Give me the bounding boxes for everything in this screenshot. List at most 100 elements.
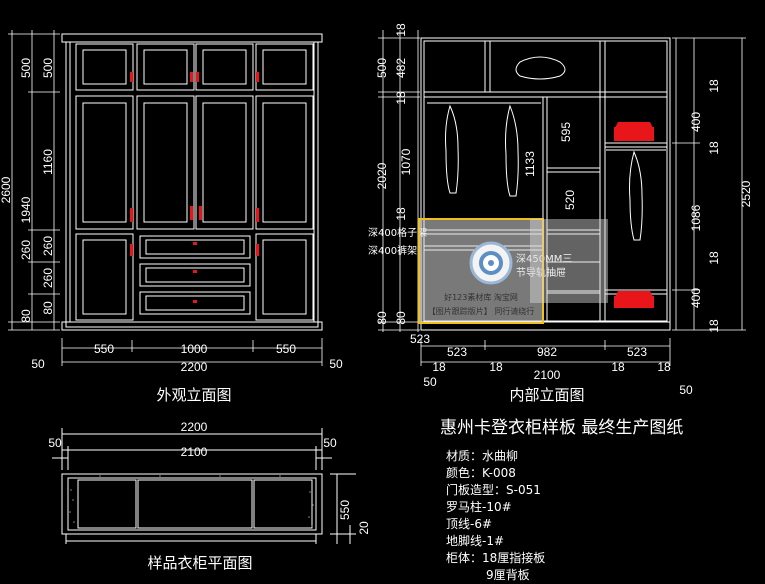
spec-roman-column: 罗马柱-10#	[446, 499, 512, 514]
note-grid-rack: 深400格子架	[368, 226, 427, 239]
dim-int-r-400-b: 400	[689, 288, 703, 308]
exterior-handles	[130, 72, 259, 303]
plinth	[61, 321, 323, 331]
interior-body	[420, 37, 671, 331]
dim-int-500: 500	[375, 58, 389, 78]
dim-int-r-18-b: 18	[707, 141, 721, 155]
dim-int-520: 520	[563, 190, 577, 210]
dim-int-b-523-a: 523	[410, 332, 430, 346]
lower-door-left	[75, 233, 134, 321]
top-door-1	[75, 43, 134, 91]
spec-list: 材质：水曲柳 颜色：K-008 门板造型：S-051 罗马柱-10# 顶线-6#…	[446, 449, 545, 582]
dim-ext-50-left: 50	[31, 357, 45, 371]
exterior-elevation	[61, 33, 323, 331]
dim-int-b-50-left: 50	[423, 375, 437, 389]
interior-right-dim-labels: 18 400 18 1086 18 400 18 2520	[689, 79, 753, 333]
spec-carcass: 柜体：18厘指接板	[446, 550, 545, 565]
dim-int-1070: 1070	[399, 148, 413, 175]
dim-int-r-1086: 1086	[689, 204, 703, 231]
exterior-left-dim-labels: 2600 1940 500 500 1160 260 260 260 80 80	[0, 58, 55, 323]
dim-ext-500: 500	[41, 58, 55, 78]
watermark-overlay: 好123素材库 淘宝网 【图片跟踪版片】 同行请绕行	[418, 218, 608, 324]
note-trouser-rack: 深400裤架	[368, 244, 417, 257]
spec-door-style: 门板造型：S-051	[446, 482, 541, 497]
dim-ext-2600: 2600	[0, 176, 13, 203]
interior-caption: 内部立面图	[509, 386, 584, 404]
dim-ext-1940: 1940	[19, 196, 33, 223]
lower-door-right	[255, 233, 314, 321]
dim-int-80-a: 80	[375, 311, 389, 325]
dim-int-b-523-b: 523	[447, 345, 467, 359]
dim-ext-500-outer: 500	[19, 58, 33, 78]
drawer-3	[139, 291, 251, 315]
dim-int-18-top: 18	[394, 23, 408, 37]
top-door-3	[195, 43, 254, 91]
plan-board-hatching	[69, 475, 314, 527]
dim-int-b-18-d: 18	[657, 360, 671, 374]
dim-ext-1000: 1000	[181, 342, 208, 356]
dim-int-482: 482	[394, 58, 408, 78]
top-door-4	[255, 43, 314, 91]
dim-int-r-18-d: 18	[707, 319, 721, 333]
dim-ext-80-b: 80	[19, 309, 33, 323]
dim-ext-260-a: 260	[41, 236, 55, 256]
dim-int-18-b: 18	[394, 91, 408, 105]
dim-plan-50-left: 50	[48, 436, 62, 450]
dim-int-r-18-c: 18	[707, 251, 721, 265]
plan-dim-labels: 2200 50 50 2100 550 20	[48, 420, 371, 535]
exterior-dimension-lines	[8, 30, 323, 366]
dim-int-b-982: 982	[537, 345, 557, 359]
dim-ext-50-right: 50	[329, 357, 343, 371]
interior-folded-clothes	[614, 122, 654, 308]
interior-inner-dim-labels: 1133 595 520	[523, 122, 577, 210]
dim-int-b-2100: 2100	[534, 368, 561, 382]
dim-int-b-18-c: 18	[611, 360, 625, 374]
exterior-bottom-dim-labels: 50 550 1000 550 50 2200	[31, 342, 343, 374]
watermark-line-2: 【图片跟踪版片】 同行请绕行	[428, 306, 535, 316]
dim-int-595: 595	[559, 122, 573, 142]
plan-view	[52, 428, 356, 544]
dim-int-18-c: 18	[394, 207, 408, 221]
top-door-2	[136, 43, 195, 91]
dim-ext-550-left: 550	[94, 342, 114, 356]
dim-int-1133: 1133	[523, 151, 537, 177]
dim-int-r-400-a: 400	[689, 112, 703, 132]
main-door-3	[195, 95, 254, 230]
main-door-1	[75, 95, 134, 230]
interior-dimension-lines	[378, 30, 746, 366]
dim-plan-2200: 2200	[181, 420, 208, 434]
dim-int-b-18-b: 18	[489, 360, 503, 374]
dim-ext-80-a: 80	[41, 301, 55, 315]
watermark-line-1: 好123素材库 淘宝网	[444, 292, 518, 302]
exterior-caption: 外观立面图	[156, 386, 231, 404]
spec-top-molding: 顶线-6#	[446, 517, 492, 531]
spec-back-panel: 9厘背板	[486, 568, 530, 582]
drawer-2	[139, 263, 251, 287]
spec-skirting: 地脚线-1#	[446, 533, 504, 548]
dim-ext-260-b: 260	[41, 268, 55, 288]
interior-elevation	[420, 37, 671, 331]
dim-int-80-b: 80	[394, 311, 408, 325]
dim-int-r-2520: 2520	[739, 180, 753, 207]
main-door-2	[136, 95, 195, 230]
plan-outline	[61, 473, 323, 535]
dim-plan-20: 20	[357, 521, 371, 535]
dim-ext-260-c: 260	[19, 240, 33, 260]
main-door-4	[255, 95, 314, 230]
dim-plan-550: 550	[338, 500, 352, 520]
plan-caption: 样品衣柜平面图	[147, 554, 252, 572]
interior-left-dim-labels: 18 500 482 18 2020 1070 18 80 80	[375, 23, 413, 325]
dim-int-2020: 2020	[375, 162, 389, 189]
dim-int-r-18-a: 18	[707, 79, 721, 93]
interior-bottom-dim-labels: 523 523 982 523 18 18 18 18 50 2100 50	[410, 332, 693, 397]
dim-plan-50-right: 50	[323, 436, 337, 450]
drawer-1	[139, 235, 251, 259]
dim-int-b-50-right: 50	[679, 383, 693, 397]
drawing-title: 惠州卡登衣柜样板 最终生产图纸	[440, 418, 683, 438]
dim-ext-2200: 2200	[181, 360, 208, 374]
dim-plan-2100: 2100	[181, 445, 208, 459]
spec-material: 材质：水曲柳	[446, 449, 518, 463]
dim-int-b-523-c: 523	[627, 345, 647, 359]
dim-ext-1160: 1160	[41, 149, 55, 175]
